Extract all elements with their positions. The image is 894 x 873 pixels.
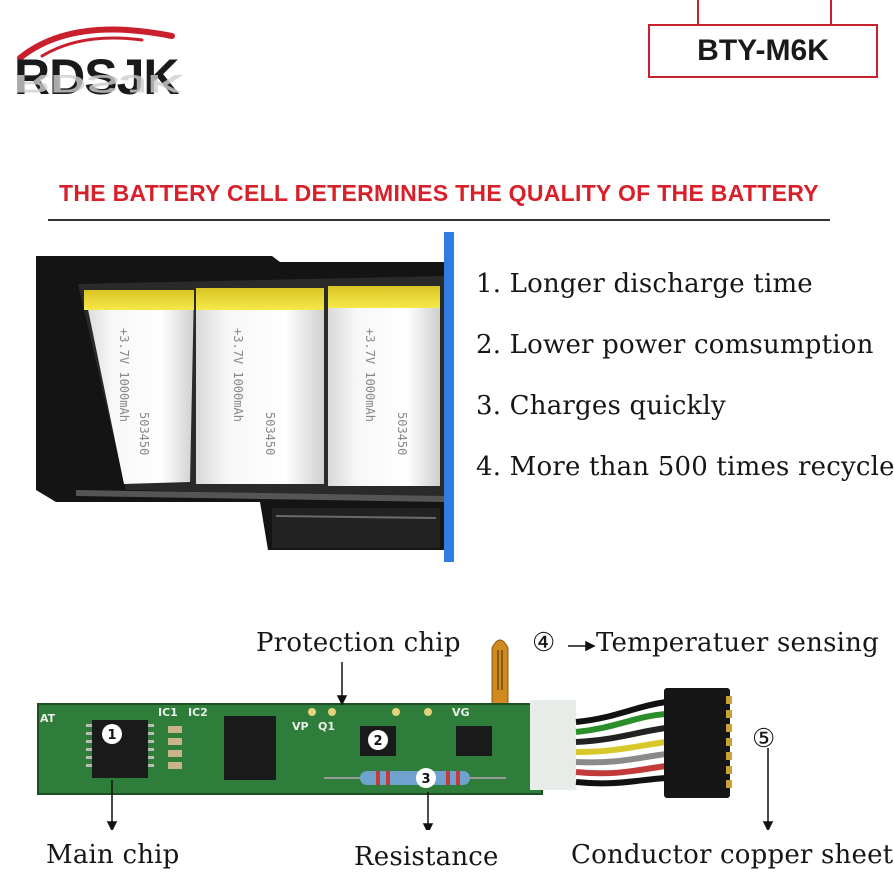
logo-arc-icon [17, 26, 175, 61]
feature-list: 1. Longer discharge time 2. Lower power … [476, 262, 894, 506]
silk-vp: VP [292, 720, 309, 733]
marker-resistance: 3 [421, 772, 430, 787]
label-protection-chip: Protection chip [256, 628, 461, 658]
label-main-chip: Main chip [46, 840, 180, 870]
logo-reflection: RDSJK [14, 69, 184, 98]
model-badge: BTY-M6K [648, 24, 878, 78]
label-resistance: Resistance [354, 842, 499, 872]
battery-cell-image: +3.7V 1000mAh 503450 +3.7V 1000mAh 50345… [36, 232, 454, 562]
cell-3-model: 503450 [395, 412, 409, 455]
feature-item: 3. Charges quickly [476, 391, 726, 421]
model-connector-left [697, 0, 699, 24]
cell-3-spec: +3.7V 1000mAh [363, 328, 377, 422]
battery-cell-2 [196, 288, 324, 484]
cell-2-spec: +3.7V 1000mAh [231, 328, 245, 422]
pcb-end-cap [530, 700, 576, 790]
feature-item: 1. Longer discharge time [476, 269, 813, 299]
headline: THE BATTERY CELL DETERMINES THE QUALITY … [59, 180, 819, 206]
wire-bundle [575, 699, 667, 787]
marker-protection-chip: 2 [373, 734, 382, 749]
silk-ic2: IC2 [188, 706, 208, 719]
cell-1-spec: +3.7V 1000mAh [117, 328, 131, 422]
silk-vg: VG [452, 706, 470, 719]
silk-at: AT [40, 712, 56, 725]
conductor-marker: ⑤ [752, 724, 776, 754]
connector-housing [664, 688, 730, 798]
silk-ic1: IC1 [158, 706, 178, 719]
label-conductor-copper-sheet: Conductor copper sheet [571, 840, 894, 870]
resistance [324, 771, 506, 785]
headline-divider [48, 219, 830, 221]
marker-main-chip: 1 [107, 728, 116, 743]
model-connector-right [830, 0, 832, 24]
logo-wordmark: RDSJK [14, 49, 179, 105]
temp-sensing-marker: ④ [532, 628, 556, 658]
pcb-diagram: AT IC1 IC2 VP Q1 VG 1 2 3 [37, 639, 774, 830]
silk-q1: Q1 [318, 720, 335, 733]
feature-item: 4. More than 500 times recycle [476, 452, 894, 482]
battery-cell-3 [328, 286, 440, 486]
feature-item: 2. Lower power comsumption [476, 330, 874, 360]
mosfet-chip [456, 726, 492, 756]
brand-logo: RDSJK RDSJK [8, 22, 248, 132]
cell-1-model: 503450 [137, 412, 151, 455]
temperature-sensor [491, 639, 509, 705]
label-temperature-sensing: Temperatuer sensing [596, 628, 879, 658]
secondary-ic [224, 716, 276, 780]
cell-2-model: 503450 [263, 412, 277, 455]
battery-cell-1 [84, 290, 194, 484]
